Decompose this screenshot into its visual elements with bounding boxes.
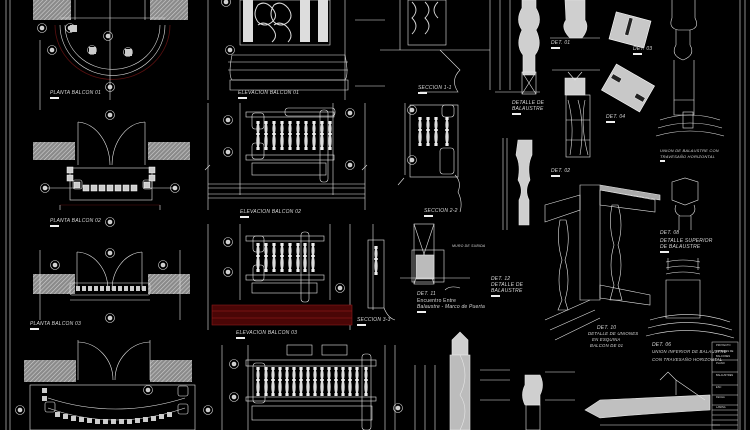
title-block-row: BALCONES xyxy=(716,355,731,358)
title-union-line2: TRAVESAÑO HORIZONTAL xyxy=(660,154,716,159)
title-seccion-3-3: SECCION 3-3 xyxy=(357,317,391,323)
title-union-line1: UNION DE BALAUSTRE CON xyxy=(660,148,719,153)
scale-bar xyxy=(424,215,433,217)
scale-bar xyxy=(357,324,366,326)
scale-bar xyxy=(660,251,669,253)
title-det-02: DET. 02 xyxy=(551,168,571,174)
title-detalle-balaustre-line1: DETALLE DE xyxy=(512,100,545,106)
scale-bar xyxy=(50,225,59,227)
title-encuentro-line1: Encuentro Entre xyxy=(417,298,457,304)
title-det-12-line2: BALAUSTRE xyxy=(491,288,523,294)
scale-bar xyxy=(660,160,665,162)
title-elevacion-balcon-02: ELEVACION BALCON 02 xyxy=(240,209,302,215)
scale-bar xyxy=(551,175,560,177)
title-det-06: DET. 06 xyxy=(652,342,672,348)
title-det-03: DET. 03 xyxy=(633,46,653,52)
title-block-row: ESC xyxy=(716,386,722,389)
title-elevacion-balcon-03: ELEVACION BALCON 03 xyxy=(236,330,298,336)
scale-bar xyxy=(633,53,642,55)
scale-bar xyxy=(240,216,249,218)
scale-bar xyxy=(417,311,426,313)
title-det-04: DET. 04 xyxy=(606,114,626,120)
scale-bar xyxy=(236,337,245,339)
title-det-11: DET. 11 xyxy=(417,291,436,297)
title-uniones-line1: DETALLE DE UNIONES xyxy=(588,331,639,336)
title-block-row: DETALLES DE xyxy=(716,350,734,353)
scale-bar xyxy=(606,121,615,123)
title-seccion-2-2: SECCION 2-2 xyxy=(424,208,458,214)
title-planta-balcon-03: PLANTA BALCON 03 xyxy=(30,321,81,327)
title-det-10: DET. 10 xyxy=(597,325,617,331)
scale-bar xyxy=(238,97,247,99)
title-block-row: FECHA xyxy=(716,396,725,399)
title-block-row: PROYECTO xyxy=(716,344,731,347)
title-block-row: BALAUSTRES xyxy=(716,374,734,377)
title-detalle-balaustre-line2: BALAUSTRE xyxy=(512,106,544,112)
title-block: PROYECTO DETALLES DE BALCONES PLANO BALA… xyxy=(714,300,744,428)
title-det-12-line1: DETALLE DE xyxy=(491,282,524,288)
title-det-12: DET. 12 xyxy=(491,276,511,282)
title-block-row: LAMINA xyxy=(716,406,726,409)
title-uniones-line3: BALCON DE 01 xyxy=(590,343,624,348)
scale-bar xyxy=(491,295,500,297)
title-block-row: PLANO xyxy=(716,362,725,365)
title-planta-balcon-01: PLANTA BALCON 01 xyxy=(50,90,101,96)
title-seccion-1-1: SECCION 1-1 xyxy=(418,85,452,91)
scale-bar xyxy=(30,328,39,330)
title-planta-balcon-02: PLANTA BALCON 02 xyxy=(50,218,101,224)
title-union-inf-line2: CON TRAVESAÑO HORIZONTAL xyxy=(652,357,723,362)
title-det-08: DET. 08 xyxy=(660,230,680,236)
title-detalle-superior-line2: DE BALAUSTRE xyxy=(660,244,701,250)
scale-bar xyxy=(50,97,59,99)
title-uniones-line2: EN ESQUINA xyxy=(592,337,621,342)
title-elevacion-balcon-01: ELEVACION BALCON 01 xyxy=(238,90,300,96)
title-encuentro-line2: Balaustre - Marco de Puerta xyxy=(417,304,485,310)
label-muro: MURO DE SUBIDA xyxy=(452,244,486,248)
title-det-01: DET. 01 xyxy=(551,40,571,46)
title-detalle-superior-line1: DETALLE SUPERIOR xyxy=(660,238,713,244)
scale-bar xyxy=(551,47,560,49)
scale-bar xyxy=(418,92,427,94)
scale-bar xyxy=(512,113,521,115)
title-union-inf-line1: UNION INFERIOR DE BALAUSTRE xyxy=(652,349,727,354)
